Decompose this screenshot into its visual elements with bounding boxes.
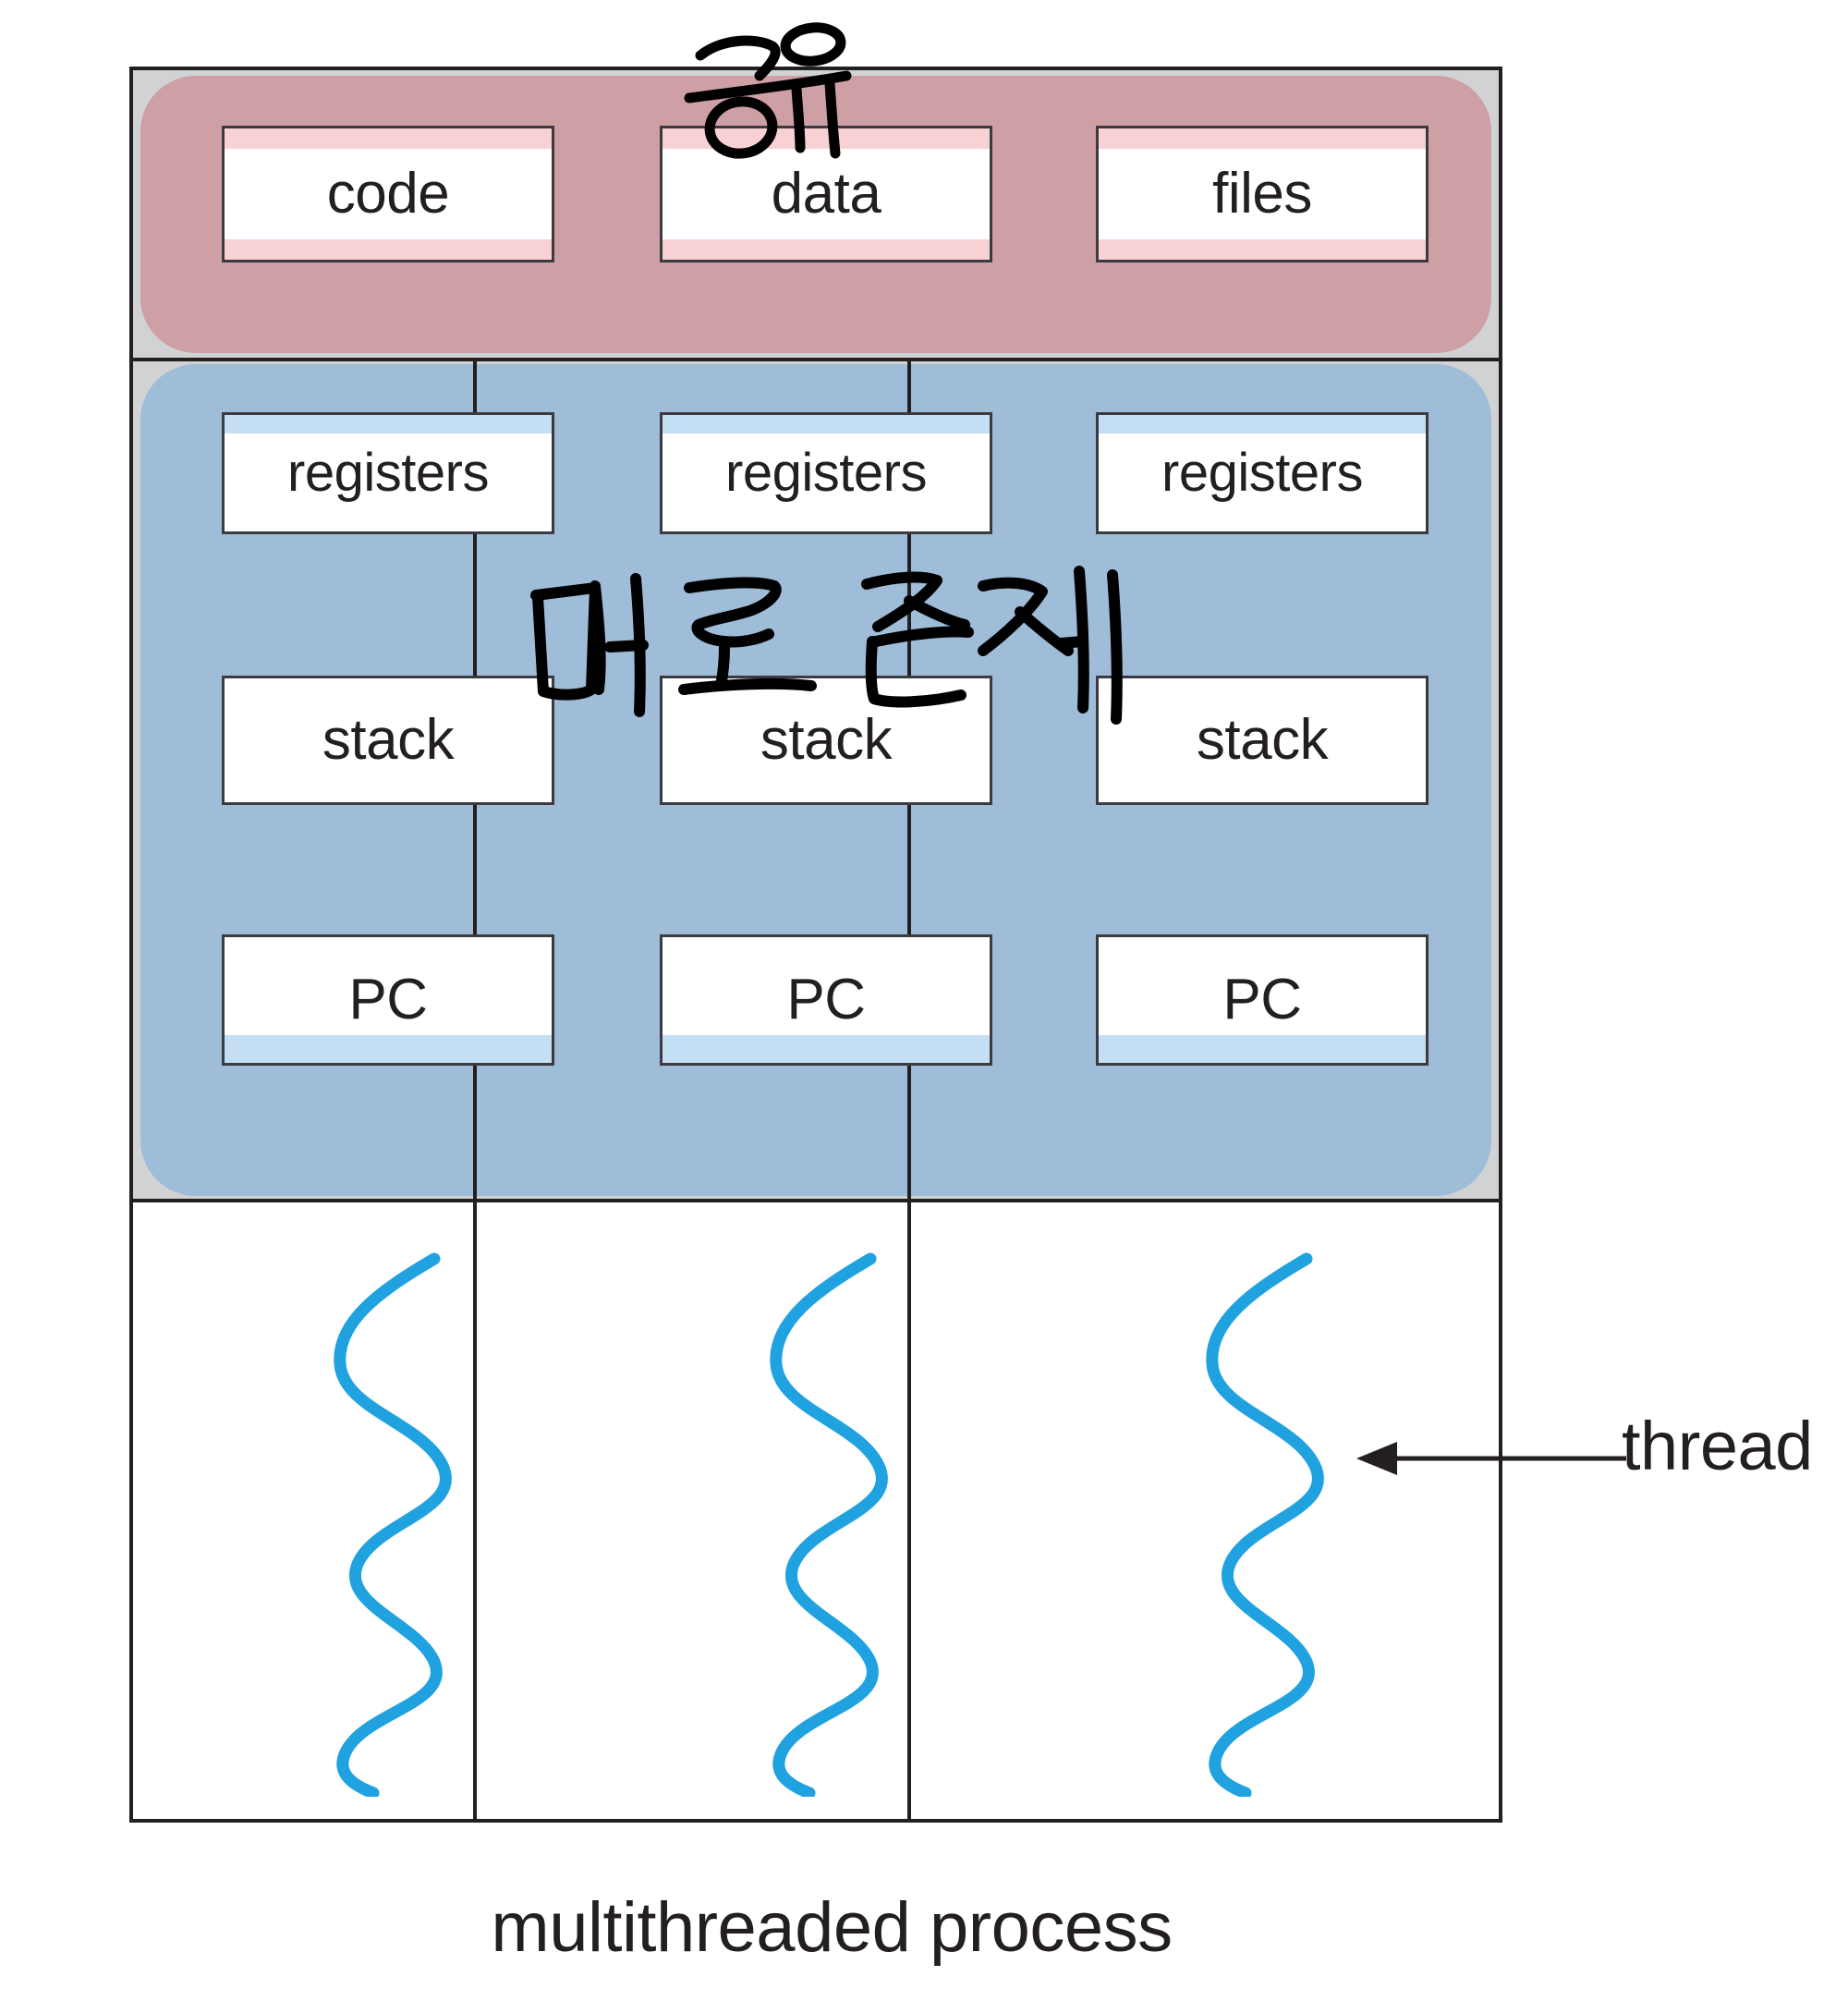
shared-box-code: code <box>222 126 554 262</box>
thread2-registers-label: registers <box>725 443 927 503</box>
thread2-box-pc: PC <box>660 934 992 1066</box>
thread1-box-stack: stack <box>222 676 554 805</box>
pink-bleed-bottom <box>663 239 990 260</box>
thread2-stack-label: stack <box>760 708 893 772</box>
thread3-box-stack: stack <box>1096 676 1429 805</box>
thread1-registers-label: registers <box>287 443 489 503</box>
thread1-box-pc: PC <box>222 934 554 1066</box>
thread1-pc-label: PC <box>348 968 428 1031</box>
blue-bleed-top <box>225 415 552 433</box>
thread2-pc-label: PC <box>786 968 866 1031</box>
blue-bleed-bottom <box>225 1035 552 1063</box>
pink-bleed-top <box>663 128 990 149</box>
thread3-box-pc: PC <box>1096 934 1429 1066</box>
multithreaded-process-diagram: code data files registers stack PC regis… <box>129 67 1502 1823</box>
blue-bleed-bottom <box>663 1035 990 1063</box>
shared-box-files-label: files <box>1212 162 1312 226</box>
shared-box-data-label: data <box>771 162 881 226</box>
thread-squiggle-1 <box>334 1252 452 1797</box>
pink-bleed-bottom <box>225 239 552 260</box>
shared-box-data: data <box>660 126 992 262</box>
shared-divider <box>133 358 1499 361</box>
thread2-box-stack: stack <box>660 676 992 805</box>
pink-bleed-top <box>225 128 552 149</box>
thread-resource-divider <box>133 1199 1499 1202</box>
thread-callout-arrow <box>1356 1442 1626 1475</box>
blue-bleed-bottom <box>1099 1035 1426 1063</box>
pink-bleed-top <box>1099 128 1426 149</box>
thread1-stack-label: stack <box>322 708 455 772</box>
thread1-box-registers: registers <box>222 412 554 534</box>
shared-box-files: files <box>1096 126 1429 262</box>
thread-squiggle-2 <box>770 1252 888 1797</box>
blue-bleed-top <box>663 415 990 433</box>
thread-squiggle-3 <box>1206 1252 1324 1797</box>
thread3-pc-label: PC <box>1222 968 1302 1031</box>
thread2-box-registers: registers <box>660 412 992 534</box>
diagram-caption: multithreaded process <box>491 1888 1173 1967</box>
thread3-stack-label: stack <box>1196 708 1329 772</box>
thread3-registers-label: registers <box>1161 443 1363 503</box>
strand-divider-2 <box>907 1199 911 1823</box>
thread3-box-registers: registers <box>1096 412 1429 534</box>
pink-bleed-bottom <box>1099 239 1426 260</box>
shared-box-code-label: code <box>326 162 450 226</box>
left-arrow-icon <box>1356 1442 1397 1475</box>
strand-divider-1 <box>473 1199 477 1823</box>
blue-bleed-top <box>1099 415 1426 433</box>
thread-callout-label: thread <box>1622 1408 1813 1484</box>
